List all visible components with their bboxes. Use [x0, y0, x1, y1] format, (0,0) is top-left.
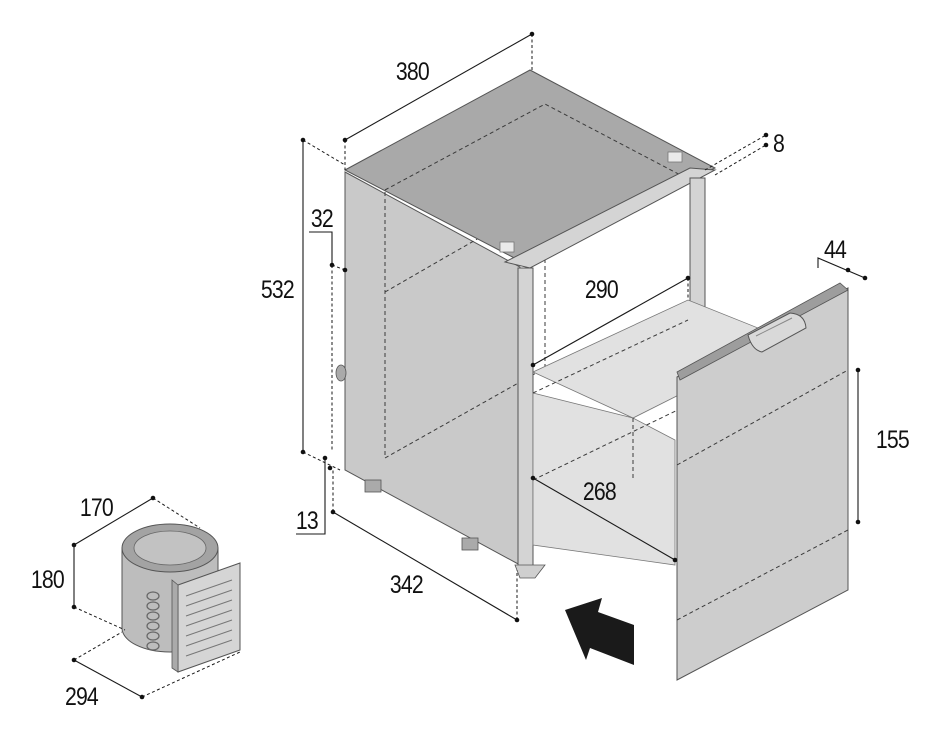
- side-connector: [335, 364, 347, 382]
- dim-label-depth: 342: [390, 570, 423, 598]
- dim-label-drawer-height: 155: [876, 425, 909, 453]
- compressor-top-ring: [133, 530, 207, 566]
- dim-label-door-thickness: 44: [824, 235, 847, 263]
- drawer-handle-icon: [747, 312, 807, 353]
- dim-label-top-offset: 32: [311, 204, 333, 232]
- dim-label-bottom-offset: 13: [296, 506, 318, 534]
- dim-label-compressor-height: 180: [31, 565, 64, 593]
- cabinet-front-frame-top: [503, 167, 717, 269]
- cabinet: [335, 69, 717, 579]
- compressor-vent-grille-icon: [171, 562, 241, 673]
- dim-label-width-top: 380: [396, 57, 429, 85]
- dim-label-compressor-width: 170: [80, 493, 113, 521]
- cabinet-foot-1: [364, 479, 382, 493]
- dim-label-flange: 8: [773, 129, 784, 157]
- insertion-arrow-icon: [565, 598, 634, 665]
- dimension-lines: [71, 31, 868, 700]
- drawer: [532, 282, 849, 681]
- compressor-unit: [121, 523, 241, 673]
- top-clip-left: [499, 241, 515, 253]
- drawer-side-wall: [532, 392, 676, 566]
- cabinet-foot-2: [461, 537, 479, 551]
- cabinet-top-panel: [343, 69, 717, 263]
- top-clip-right: [667, 151, 683, 163]
- cabinet-front-post-left: [517, 267, 534, 571]
- cabinet-front-foot: [514, 564, 546, 579]
- dim-label-compressor-depth: 294: [65, 682, 99, 710]
- compressor-coil-icon: [146, 591, 160, 651]
- dim-label-height-total: 532: [261, 275, 294, 303]
- dim-label-drawer-depth: 268: [583, 477, 616, 505]
- dimension-labels: 380 8 532 32 13 342 290 268 44 155 170 1…: [31, 57, 910, 710]
- dim-label-drawer-width: 290: [585, 275, 618, 303]
